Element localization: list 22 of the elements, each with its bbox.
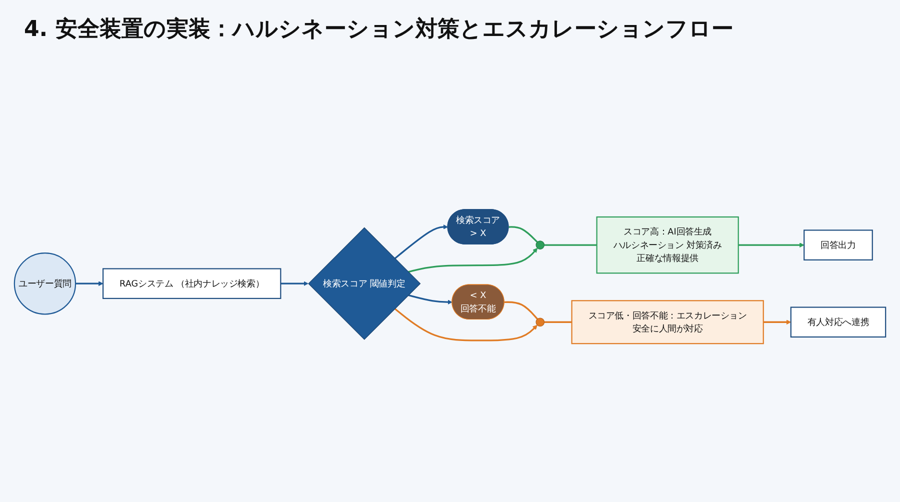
connector — [544, 244, 597, 246]
node-circle: ユーザー質問 — [14, 252, 76, 314]
arrow — [408, 247, 538, 272]
arrow — [394, 224, 448, 259]
node-box: スコア低・回答不能：エスカレーション 安全に人間が対応 — [571, 300, 764, 344]
arrow — [76, 280, 104, 286]
node-diamond: 検索スコア 閾値判定 — [308, 226, 421, 340]
arrow — [394, 308, 538, 341]
connector — [504, 300, 538, 320]
node-circle — [536, 317, 545, 326]
node-box: 有人対応へ連携 — [790, 306, 886, 338]
arrow — [738, 242, 804, 247]
arrow — [408, 294, 452, 304]
node-circle — [536, 240, 545, 249]
node-box: RAGシステム （社内ナレッジ検索） — [102, 268, 282, 298]
node-box: スコア高：AI回答生成 ハルシネーション 対策済み 正確な情報提供 — [596, 216, 739, 274]
arrow — [280, 280, 308, 286]
connector — [544, 320, 572, 322]
node-box: 回答出力 — [804, 229, 873, 260]
arrow — [763, 319, 792, 324]
diagram-title: 4. 安全装置の実装：ハルシネーション対策とエスカレーションフロー — [24, 16, 734, 44]
connector — [508, 226, 538, 242]
